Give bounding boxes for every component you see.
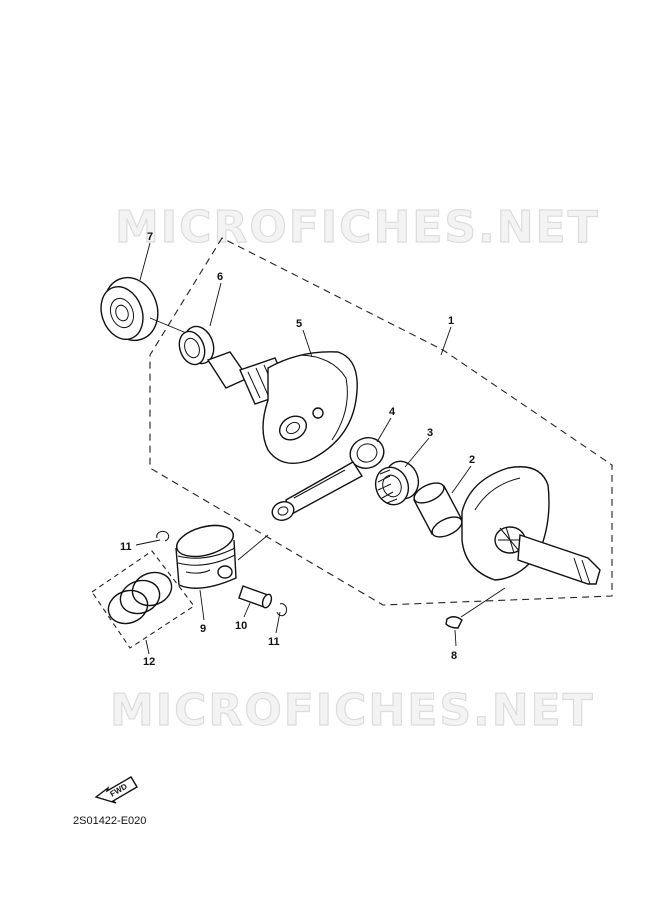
piston-pin-clip-left (156, 530, 170, 542)
leader-12 (145, 639, 150, 655)
piston-rings-12 (91, 550, 195, 649)
callout-8: 8 (451, 650, 457, 662)
leader-11-right (275, 611, 281, 634)
diagram-code: 2S01422-E020 (73, 815, 146, 827)
bearing-7 (100, 276, 159, 342)
seal-6 (178, 325, 215, 366)
callout-11-left: 11 (120, 541, 132, 553)
callout-11-right: 11 (268, 636, 280, 648)
piston-to-rod-line (237, 534, 269, 561)
leader-10 (243, 602, 251, 618)
callout-7: 7 (147, 231, 153, 243)
callout-2: 2 (469, 454, 475, 466)
leader-6 (209, 282, 222, 327)
key-to-crank-line (460, 587, 506, 618)
needle-bearing-3 (374, 460, 420, 506)
callout-12: 12 (143, 656, 155, 668)
callout-1: 1 (448, 315, 454, 327)
callout-4: 4 (389, 406, 396, 418)
callout-9: 9 (200, 623, 206, 635)
callout-10: 10 (235, 620, 247, 632)
crankshaft-left-5 (206, 351, 358, 464)
leader-11-left (135, 539, 161, 546)
watermark-bottom: MICROFICHES.NET (110, 685, 595, 736)
leader-3 (404, 437, 430, 468)
callout-6: 6 (217, 271, 223, 283)
woodruff-key-8 (445, 616, 463, 629)
callout-3: 3 (427, 427, 433, 439)
assembly-boundary (149, 237, 613, 606)
leader-5 (302, 329, 313, 358)
leader-1 (440, 326, 452, 356)
crank-pin-2 (413, 482, 463, 538)
callout-5: 5 (296, 318, 302, 330)
leader-7 (139, 242, 151, 281)
piston-pin-10 (238, 585, 273, 609)
leader-4 (376, 417, 392, 443)
watermark-top: MICROFICHES.NET (115, 202, 600, 253)
forward-arrow-icon: FWD (94, 776, 138, 804)
piston-9 (175, 524, 237, 589)
leader-2 (451, 465, 472, 494)
leader-9 (199, 589, 205, 621)
piston-pin-clip-right (276, 603, 288, 617)
crankshaft-right-5 (461, 466, 601, 585)
connecting-rod-4 (271, 437, 385, 521)
leader-8 (454, 629, 457, 647)
